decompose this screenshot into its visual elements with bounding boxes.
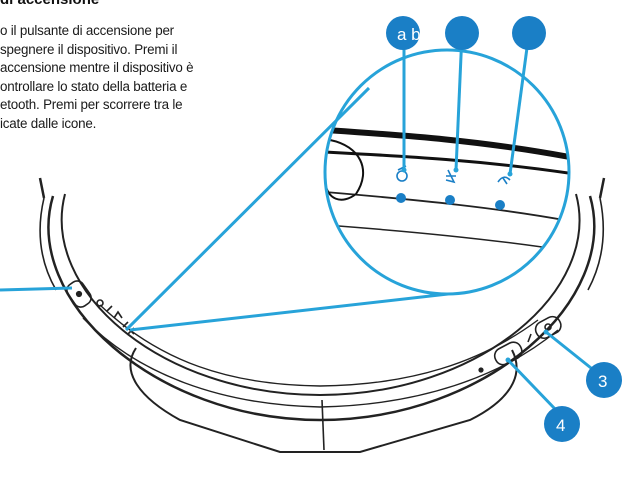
callout-a: a b	[386, 16, 421, 50]
bluetooth-icon	[113, 310, 123, 319]
callout-b	[445, 16, 479, 50]
svg-text:4: 4	[556, 416, 565, 435]
zoom-sound-icon	[497, 176, 511, 185]
zoom-led-b	[445, 195, 455, 205]
svg-text:3: 3	[598, 372, 607, 391]
zoom-led-c	[495, 200, 505, 210]
zoom-bluetooth-icon	[445, 169, 456, 184]
power-button	[66, 280, 92, 308]
left-control-buttons	[66, 280, 135, 335]
heading: di accensione	[0, 0, 200, 8]
callout-3: 3	[586, 362, 622, 398]
instructions-line: spegnere il dispositivo. Premi il	[0, 41, 178, 57]
instructions-line: icate dalle icone.	[0, 115, 97, 131]
instructions-line: ontrollare lo stato della batteria e	[0, 78, 188, 94]
right-control-buttons	[478, 315, 562, 373]
leader-lines	[0, 32, 597, 412]
button-4	[493, 341, 523, 366]
instructions-text: o il pulsante di accensione per spegnere…	[0, 22, 300, 133]
neckband-body	[38, 177, 606, 453]
svg-text:a b: a b	[397, 25, 421, 44]
magnified-detail	[323, 48, 571, 296]
zoom-led-a	[396, 193, 406, 203]
instructions-line: accensione mentre il dispositivo è	[0, 60, 194, 75]
callout-4: 4	[544, 406, 580, 442]
button-3	[534, 315, 562, 340]
instructions-line: o il pulsante di accensione per	[0, 23, 174, 38]
instructions-line: etooth. Premi per scorrere tra le	[0, 97, 183, 112]
battery-icon	[96, 299, 104, 307]
callout-c	[512, 16, 546, 50]
